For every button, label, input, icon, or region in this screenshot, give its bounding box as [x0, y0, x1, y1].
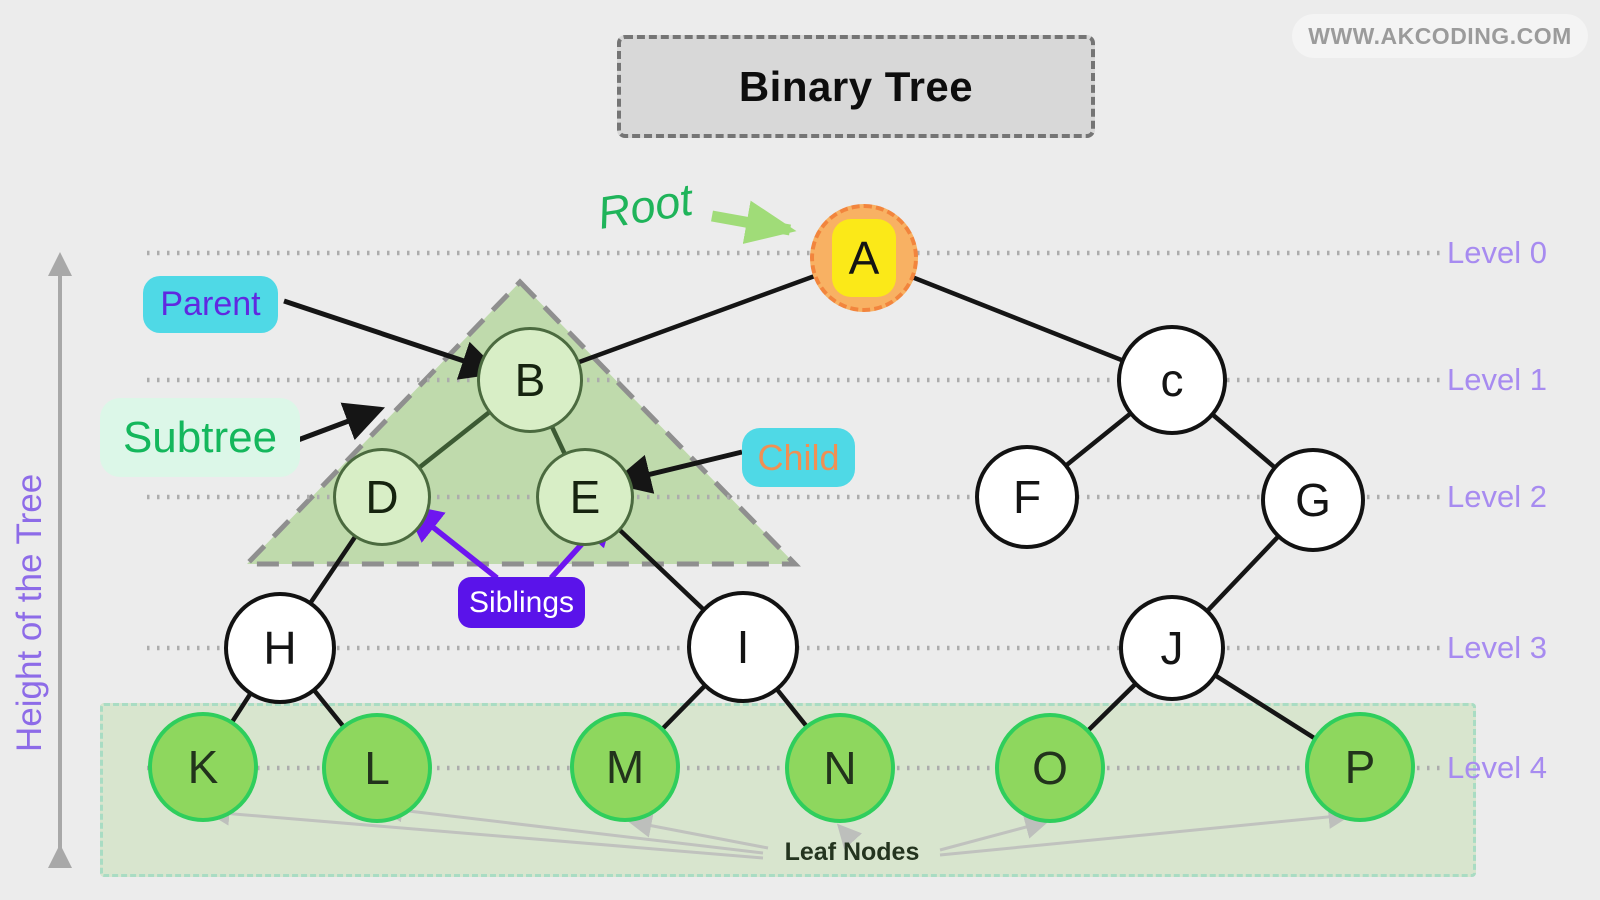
- node-b: B: [477, 327, 583, 433]
- node-l-label: L: [364, 742, 390, 794]
- diagram-title-box: Binary Tree: [617, 35, 1095, 138]
- leaf-arrow-p: [939, 804, 1353, 857]
- subtree-annotation-text: Subtree: [122, 412, 278, 462]
- watermark-text: WWW.AKCODING.COM: [1308, 22, 1572, 49]
- diagram-title: Binary Tree: [738, 62, 974, 110]
- node-o: O: [995, 713, 1105, 823]
- watermark: WWW.AKCODING.COM: [1292, 14, 1588, 58]
- node-c-label: c: [1160, 354, 1184, 406]
- node-f-label: F: [1012, 471, 1042, 523]
- node-d-label: D: [365, 471, 399, 523]
- node-n: N: [785, 713, 895, 823]
- node-k-label: K: [187, 741, 219, 793]
- leaf-arrow-o: [939, 815, 1050, 852]
- parent-annotation-text: Parent: [160, 285, 261, 323]
- node-d: D: [333, 448, 431, 546]
- leaf-arrows: [205, 798, 1353, 860]
- root-arrow: [711, 200, 797, 244]
- child-annotation-text: Child: [757, 436, 840, 478]
- node-g-label: G: [1295, 474, 1331, 526]
- node-e: E: [536, 448, 634, 546]
- parent-arrow: [283, 298, 502, 380]
- level-2-label: Level 2: [1447, 479, 1547, 514]
- level-3-label: Level 3: [1447, 630, 1547, 665]
- subtree-arrow: [297, 402, 386, 443]
- child-annotation: Child: [742, 428, 855, 487]
- parent-annotation: Parent: [143, 276, 278, 333]
- level-0-label: Level 0: [1447, 235, 1547, 270]
- level-1-label: Level 1: [1447, 362, 1547, 397]
- node-h: H: [224, 592, 336, 704]
- height-axis-label: Height of the Tree: [10, 473, 49, 752]
- node-b-label: B: [514, 354, 546, 406]
- node-a-inner: A: [832, 219, 896, 297]
- leaf-arrow-l: [378, 798, 764, 855]
- leaf-nodes-annotation: Leaf Nodes: [784, 837, 920, 866]
- node-p: P: [1305, 712, 1415, 822]
- edge-a-b: [529, 255, 865, 383]
- subtree-annotation: Subtree: [100, 398, 300, 477]
- siblings-annotation-text: Siblings: [468, 585, 575, 619]
- node-g: G: [1261, 448, 1365, 552]
- node-a-root: A: [810, 204, 918, 312]
- leaf-arrow-k: [205, 801, 764, 860]
- leaf-arrow-n: [836, 823, 862, 850]
- leaf-arrow-m: [627, 813, 769, 850]
- node-n-label: N: [823, 742, 857, 794]
- node-p-label: P: [1344, 741, 1376, 793]
- node-j-label: J: [1160, 622, 1184, 674]
- node-c: c: [1117, 325, 1227, 435]
- node-l: L: [322, 713, 432, 823]
- level-4-label: Level 4: [1447, 750, 1547, 785]
- node-f: F: [975, 445, 1079, 549]
- node-e-label: E: [569, 471, 601, 523]
- node-h-label: H: [263, 622, 297, 674]
- node-m: M: [570, 712, 680, 822]
- child-arrow: [610, 449, 743, 494]
- node-i: I: [687, 591, 799, 703]
- node-m-label: M: [605, 741, 645, 793]
- node-k: K: [148, 712, 258, 822]
- node-j: J: [1119, 595, 1225, 701]
- siblings-annotation: Siblings: [458, 577, 585, 628]
- node-a-label: A: [848, 232, 880, 284]
- node-i-label: I: [736, 621, 750, 673]
- node-o-label: O: [1032, 742, 1068, 794]
